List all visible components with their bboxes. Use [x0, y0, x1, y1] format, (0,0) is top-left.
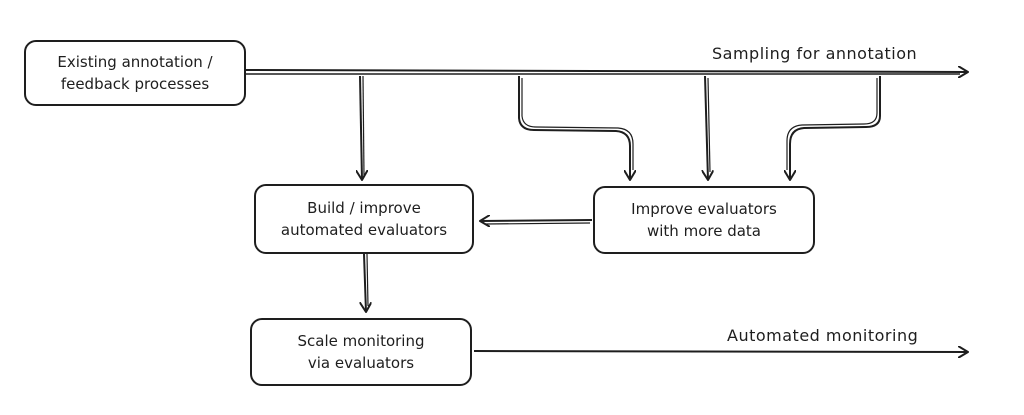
- arrow-branch-right-echo: [786, 78, 878, 170]
- node-existing-annotation-label: Existing annotation / feedback processes: [57, 53, 213, 93]
- arrow-branch-middle-echo: [707, 77, 711, 173]
- node-scale-monitoring-label: Scale monitoring via evaluators: [297, 332, 425, 372]
- edge-label-automated: Automated monitoring: [727, 326, 919, 345]
- node-scale-monitoring: Scale monitoring via evaluators: [250, 318, 472, 386]
- arrow-build-to-scale: [364, 253, 366, 312]
- arrow-to-build-echo: [362, 75, 365, 177]
- node-build-evaluators: Build / improve automated evaluators: [254, 184, 474, 254]
- arrow-branch-middle: [705, 75, 708, 180]
- node-existing-annotation: Existing annotation / feedback processes: [24, 40, 246, 106]
- arrow-improve-to-build-echo: [485, 222, 591, 225]
- arrow-build-to-scale-echo: [366, 253, 369, 307]
- arrow-branch-right: [790, 76, 881, 180]
- node-improve-evaluators: Improve evaluators with more data: [593, 186, 815, 254]
- node-improve-evaluators-label: Improve evaluators with more data: [631, 200, 777, 240]
- edge-label-sampling: Sampling for annotation: [712, 44, 918, 63]
- automated-line: [473, 351, 968, 352]
- arrow-improve-to-build: [480, 220, 593, 221]
- arrow-branch-left: [518, 76, 630, 180]
- arrow-to-build: [360, 75, 362, 180]
- arrow-branch-left-echo: [521, 78, 634, 170]
- node-build-evaluators-label: Build / improve automated evaluators: [280, 199, 448, 239]
- sampling-line: [245, 70, 968, 72]
